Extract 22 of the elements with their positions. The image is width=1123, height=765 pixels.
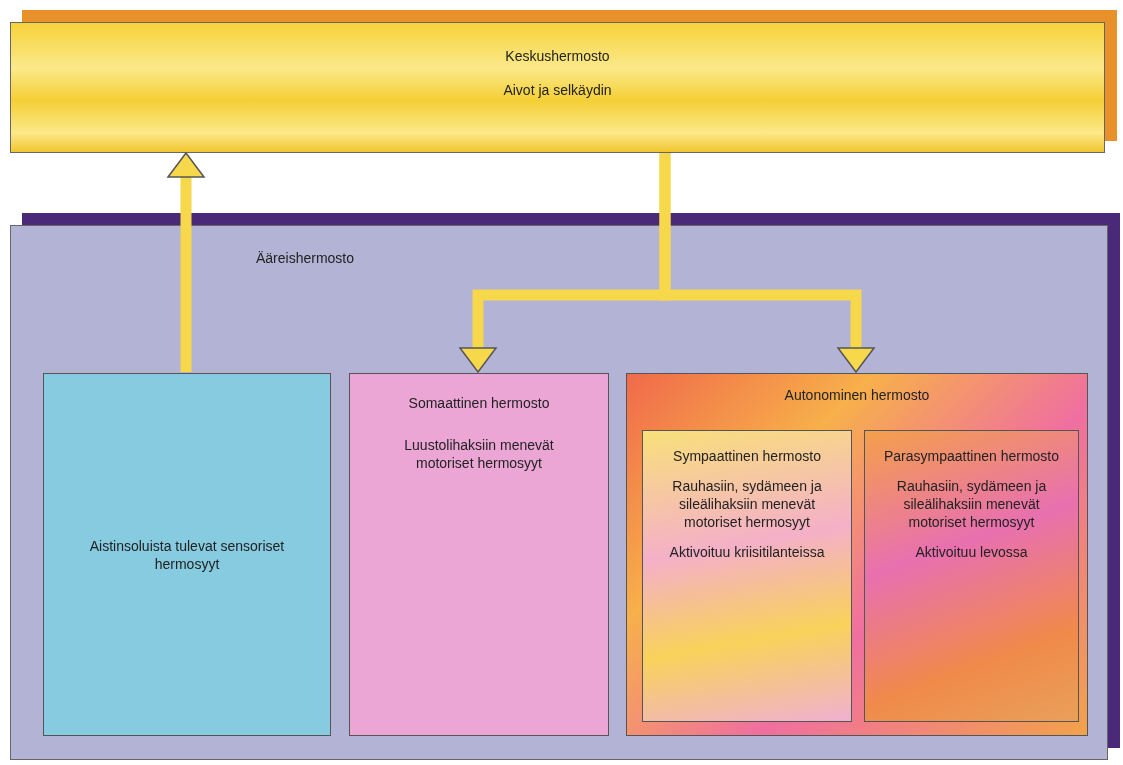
note: Aktivoituu kriisitilanteissa bbox=[669, 543, 825, 561]
subheading: Aivot ja selkäydin bbox=[503, 81, 612, 99]
arrow bbox=[167, 152, 205, 372]
arrow bbox=[659, 153, 875, 373]
category-box bbox=[864, 430, 1079, 722]
category-box bbox=[626, 373, 1088, 736]
description: Luustolihaksiin menevät motoriset hermosyyt bbox=[403, 436, 555, 472]
description: Rauhasiin, sydämeen ja sileälihaksiin menevät motoriset hermosyyt bbox=[895, 477, 1048, 531]
heading: Somaattinen hermosto bbox=[408, 394, 550, 412]
note: Aktivoituu levossa bbox=[915, 543, 1028, 561]
description: Aistinsoluista tulevat sensoriset hermosyyt bbox=[88, 536, 286, 573]
heading: Keskushermosto bbox=[505, 47, 610, 65]
heading: Sympaattinen hermosto bbox=[673, 447, 821, 465]
category-box bbox=[349, 373, 609, 736]
system-box bbox=[10, 22, 1105, 153]
system-panel bbox=[10, 225, 1108, 760]
category-box bbox=[43, 373, 331, 736]
heading: Parasympaattinen hermosto bbox=[883, 447, 1060, 465]
heading: Ääreishermosto bbox=[256, 249, 355, 268]
heading: Autonominen hermosto bbox=[784, 386, 930, 404]
description: Rauhasiin, sydämeen ja sileälihaksiin menevät motoriset hermosyyt bbox=[671, 477, 823, 531]
category-box bbox=[642, 430, 852, 722]
